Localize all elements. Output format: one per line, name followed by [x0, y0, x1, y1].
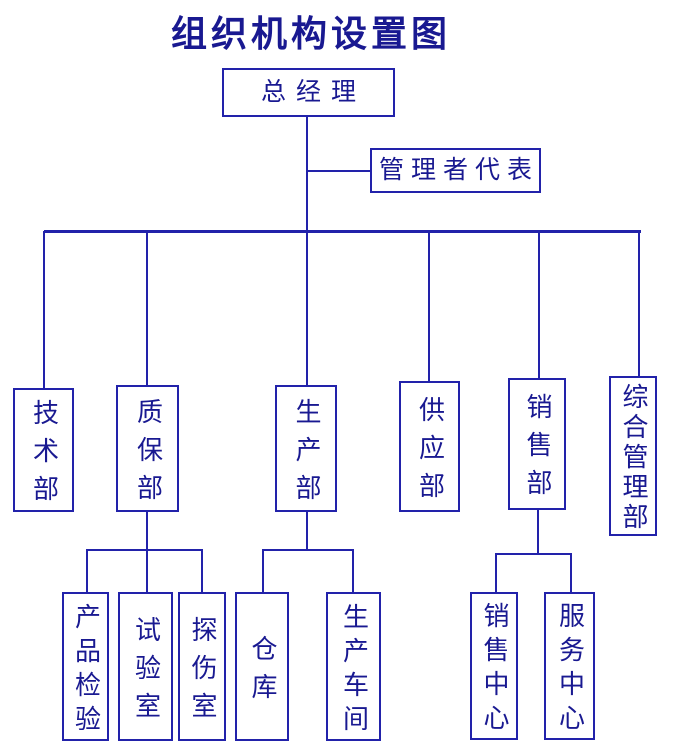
org-node-label: 技术部 — [29, 399, 59, 513]
org-node-label: 销售中心 — [480, 602, 509, 738]
connector-drop-sales — [538, 231, 540, 378]
connector-production-stem — [306, 512, 308, 551]
org-node-general-management-dept: 综合管理部 — [609, 376, 657, 536]
connector-sales-horizontal — [495, 553, 572, 555]
org-node-label: 供应部 — [415, 395, 445, 510]
connector-main-horizontal — [44, 230, 641, 233]
connector-drop-production — [306, 231, 308, 385]
org-node-general-manager: 总经理 — [222, 68, 395, 117]
connector-drop-quality — [146, 231, 148, 385]
connector-quality-horizontal — [86, 549, 203, 551]
org-node-supply-dept: 供应部 — [399, 381, 460, 512]
connector-drop-supply — [428, 231, 430, 381]
org-node-quality-assurance-dept: 质保部 — [116, 385, 179, 512]
org-node-label: 综合管理部 — [619, 383, 648, 533]
connector-drop-technology — [43, 231, 45, 388]
connector-drop-product-inspection — [86, 549, 88, 592]
org-node-sales-center: 销售中心 — [470, 592, 518, 740]
org-node-label: 服务中心 — [555, 602, 585, 738]
org-node-label: 试验室 — [131, 615, 161, 730]
connector-drop-workshop — [352, 549, 354, 592]
connector-drop-flaw-detection — [201, 549, 203, 592]
org-node-label: 生产车间 — [339, 602, 369, 739]
connector-drop-general-management — [638, 231, 640, 376]
org-node-label: 销售部 — [523, 393, 552, 507]
org-node-test-lab: 试验室 — [118, 592, 173, 741]
connector-drop-sales-center — [495, 553, 497, 592]
org-node-service-center: 服务中心 — [544, 592, 595, 740]
org-node-label: 仓库 — [248, 634, 277, 711]
org-node-label: 产品检验 — [71, 602, 101, 739]
connector-sales-stem — [537, 510, 539, 555]
org-node-label: 质保部 — [133, 397, 163, 512]
org-node-technology-dept: 技术部 — [13, 388, 74, 513]
org-node-label: 生产部 — [292, 397, 321, 512]
connector-root-stem — [306, 117, 308, 232]
org-node-production-workshop: 生产车间 — [326, 592, 381, 741]
connector-assistant-branch — [307, 170, 370, 172]
org-node-label: 探伤室 — [188, 615, 217, 730]
org-node-product-inspection: 产品检验 — [62, 592, 109, 741]
org-node-flaw-detection-room: 探伤室 — [178, 592, 226, 741]
connector-drop-warehouse — [262, 549, 264, 592]
connector-drop-service-center — [570, 553, 572, 592]
org-node-warehouse: 仓库 — [235, 592, 289, 741]
org-node-sales-dept: 销售部 — [508, 378, 566, 510]
org-node-management-representative: 管理者代表 — [370, 148, 541, 193]
org-node-production-dept: 生产部 — [275, 385, 337, 512]
page-title: 组织机构设置图 — [170, 14, 451, 54]
connector-quality-stem — [146, 512, 148, 592]
connector-production-horizontal — [262, 549, 354, 551]
